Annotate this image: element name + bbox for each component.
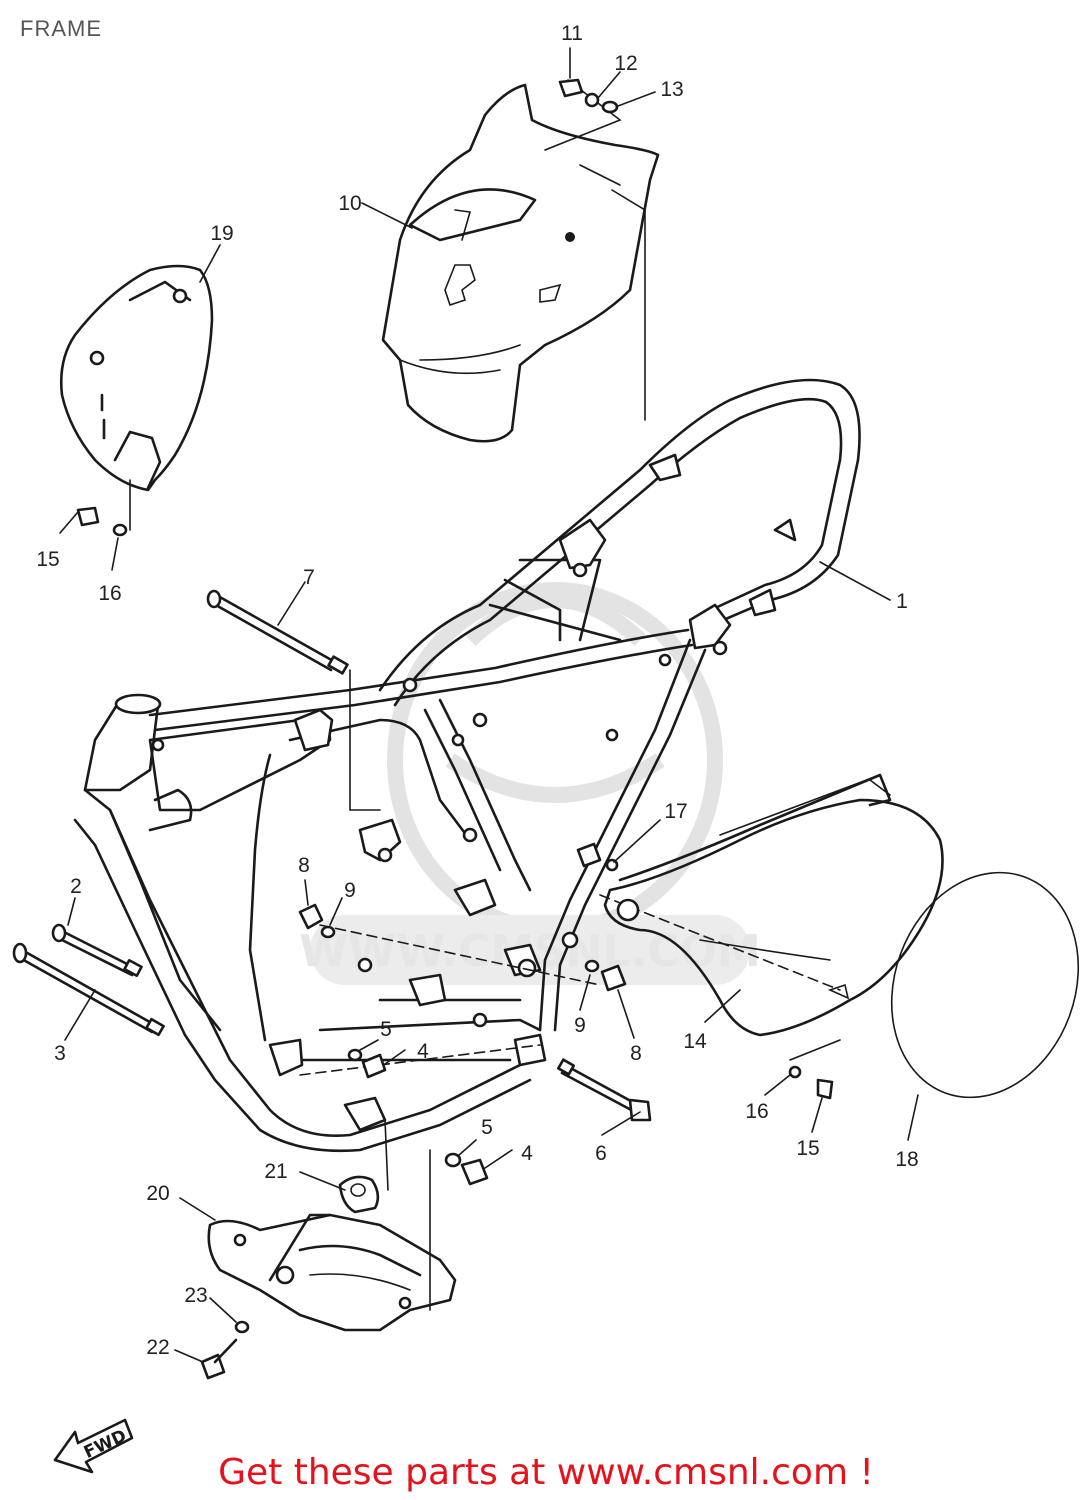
callout-23: 23 <box>184 1284 207 1307</box>
fender-bolt-lead-line <box>544 79 622 151</box>
callout-5-middle: 5 <box>380 1018 392 1041</box>
side-cover-screw-left <box>76 479 131 537</box>
watermark: WWW.CMSNL.COM <box>299 582 761 985</box>
callout-4-middle: 4 <box>417 1040 429 1063</box>
engine-mount-bolt-lower <box>12 942 165 1037</box>
callout-5-lower: 5 <box>481 1116 493 1139</box>
callout-18: 18 <box>895 1148 918 1171</box>
callout-4-lower: 4 <box>521 1142 533 1165</box>
engine-mount-bolt-front <box>51 923 143 978</box>
engine-mount-bolt-upper <box>206 589 349 675</box>
swing-arm-pivot-bolt <box>557 1058 652 1122</box>
callout-12: 12 <box>614 52 637 75</box>
side-cover-collar <box>576 842 619 872</box>
collar-set-left <box>298 903 336 939</box>
leader-lines <box>59 47 919 1363</box>
axis-line-upper <box>319 924 601 986</box>
callout-11: 11 <box>561 22 583 45</box>
callout-labels: 11 12 13 10 19 1 7 15 16 2 3 8 9 9 8 5 4… <box>36 22 918 1359</box>
fender-mount-lead-line <box>611 189 646 421</box>
callout-17: 17 <box>664 800 687 823</box>
callout-20: 20 <box>146 1182 169 1205</box>
callout-16-left: 16 <box>98 582 121 605</box>
callout-2: 2 <box>70 875 82 898</box>
skid-plate-bolt <box>200 1320 250 1380</box>
callout-15-right: 15 <box>796 1137 819 1160</box>
callout-14: 14 <box>683 1030 707 1053</box>
callout-15-left: 15 <box>36 548 59 571</box>
callout-9-left: 9 <box>344 879 356 902</box>
footer-parts-link[interactable]: Get these parts at www.cmsnl.com ! <box>218 1452 874 1493</box>
callout-9-right: 9 <box>574 1014 586 1037</box>
callout-13: 13 <box>660 78 683 101</box>
callout-8-left: 8 <box>298 854 310 877</box>
left-side-cover <box>59 264 214 492</box>
diagram-title: FRAME <box>20 16 102 41</box>
nut-washer-middle <box>347 1048 387 1079</box>
callout-8-right: 8 <box>630 1042 642 1065</box>
axis-line-lower <box>299 1044 541 1076</box>
callout-16-right: 16 <box>745 1100 768 1123</box>
right-side-cover <box>603 773 944 1037</box>
rear-fender <box>381 83 660 443</box>
nut-washer-lower <box>444 1152 489 1186</box>
callout-19: 19 <box>210 222 233 245</box>
collar-set-right <box>584 959 627 992</box>
callout-10: 10 <box>338 192 361 215</box>
callout-1: 1 <box>896 590 908 613</box>
fender-bolt-set <box>558 78 619 114</box>
callout-21: 21 <box>264 1160 287 1183</box>
side-cover-screw-right <box>788 1039 841 1100</box>
main-frame <box>73 378 861 1311</box>
skid-plate-bracket <box>338 1175 380 1214</box>
callout-22: 22 <box>146 1336 169 1359</box>
callout-6: 6 <box>595 1142 607 1165</box>
skid-plate <box>207 1213 457 1332</box>
callout-3: 3 <box>54 1042 66 1065</box>
number-plate-sticker <box>890 871 1080 1099</box>
callout-7: 7 <box>303 566 315 589</box>
